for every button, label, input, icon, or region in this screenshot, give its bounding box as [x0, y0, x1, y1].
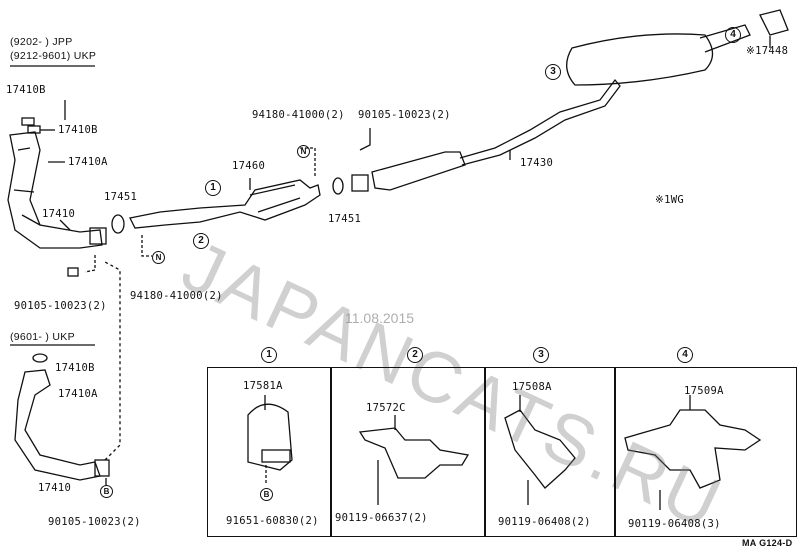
jpp-range: (9202- ) JPP	[10, 36, 73, 48]
detail-1-b-callout: B	[260, 488, 273, 501]
callout-n-left[interactable]: N	[152, 251, 165, 264]
detail-1-bolt[interactable]: 91651-60830(2)	[226, 515, 319, 527]
part-17410[interactable]: 17410	[42, 208, 76, 220]
front-pipe-lower	[14, 255, 121, 485]
part-17451-right[interactable]: 17451	[328, 213, 362, 225]
callout-4[interactable]: 4	[725, 27, 741, 43]
detail-3-bolt[interactable]: 90119-06408(2)	[498, 516, 591, 528]
part-17410b[interactable]: 17410B	[58, 124, 98, 136]
callout-1[interactable]: 1	[205, 180, 221, 196]
part-17448[interactable]: ※17448	[746, 45, 789, 57]
detail-1-number: 1	[261, 347, 277, 363]
detail-box-4	[614, 367, 797, 537]
part-17451-left[interactable]: 17451	[104, 191, 138, 203]
detail-2-bolt[interactable]: 90119-06637(2)	[335, 512, 428, 524]
detail-2-part[interactable]: 17572C	[366, 402, 406, 414]
ukp-range: (9212-9601) UKP	[10, 50, 97, 62]
part-17430[interactable]: 17430	[520, 157, 554, 169]
ukp-section-range: (9601- ) UKP	[10, 331, 75, 343]
detail-2-number: 2	[407, 347, 423, 363]
callout-n-top[interactable]: N	[297, 145, 310, 158]
center-pipe-and-muffler	[351, 9, 789, 192]
callout-3[interactable]: 3	[545, 64, 561, 80]
detail-3-number: 3	[533, 347, 549, 363]
ukp-bolt-90105[interactable]: 90105-10023(2)	[48, 516, 141, 528]
detail-4-number: 4	[677, 347, 693, 363]
detail-3-part[interactable]: 17508A	[512, 381, 552, 393]
ukp-part-17410a[interactable]: 17410A	[58, 388, 98, 400]
date-stamp: 11.08.2015	[345, 310, 415, 326]
part-17410a[interactable]: 17410A	[68, 156, 108, 168]
part-17460[interactable]: 17460	[232, 160, 266, 172]
detail-4-bolt[interactable]: 90119-06408(3)	[628, 518, 721, 530]
detail-box-3	[484, 367, 616, 537]
detail-1-part[interactable]: 17581A	[243, 380, 283, 392]
detail-4-part[interactable]: 17509A	[684, 385, 724, 397]
ukp-part-17410b[interactable]: 17410B	[55, 362, 95, 374]
note-wg: ※1WG	[655, 194, 684, 206]
callout-2[interactable]: 2	[193, 233, 209, 249]
ukp-part-17410[interactable]: 17410	[38, 482, 72, 494]
catalytic-converter	[111, 128, 371, 257]
diagram-code: MA G124-D	[742, 538, 793, 548]
detail-box-1	[207, 367, 332, 537]
front-pipe-upper	[7, 100, 107, 249]
bolt-94180-left[interactable]: 94180-41000(2)	[130, 290, 223, 302]
bolt-90105-left[interactable]: 90105-10023(2)	[14, 300, 107, 312]
detail-sketches	[247, 395, 762, 510]
detail-box-2	[330, 367, 486, 537]
bolt-90105-top[interactable]: 90105-10023(2)	[358, 109, 451, 121]
part-17410b[interactable]: 17410B	[6, 84, 46, 96]
callout-b-lower[interactable]: B	[100, 485, 113, 498]
bolt-94180-top[interactable]: 94180-41000(2)	[252, 109, 345, 121]
